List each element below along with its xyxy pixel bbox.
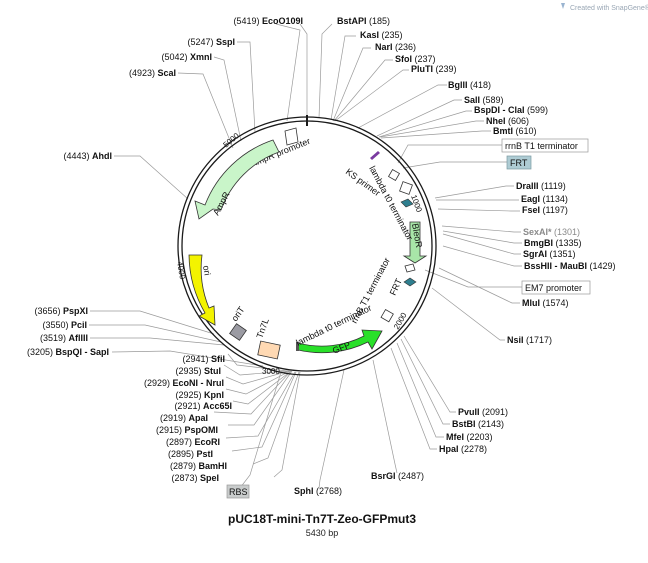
site-label-bamhi[interactable]: (2879) BamHI (170, 461, 227, 471)
site-label-bmgbi[interactable]: BmgBI (1335) (524, 238, 582, 248)
gfp-feature[interactable] (297, 329, 383, 354)
site-label-pcii[interactable]: (3550) PciI (42, 320, 87, 330)
tick-4000: 4000 (175, 261, 187, 281)
bleor-label: BleoR (410, 223, 424, 249)
em7-callout-text: EM7 promoter (525, 283, 582, 293)
site-label-bmti[interactable]: BmtI (610) (493, 126, 537, 136)
ampr-feature[interactable] (194, 139, 280, 220)
snapgene-logo-icon (561, 3, 565, 9)
site-label-ecori[interactable]: (2897) EcoRI (166, 437, 220, 447)
site-label-fsei[interactable]: FseI (1197) (522, 205, 568, 215)
plasmid-length: 5430 bp (306, 528, 339, 538)
site-label-nari[interactable]: NarI (236) (375, 42, 416, 52)
orit-label: oriT (229, 304, 246, 323)
site-label-sali[interactable]: SalI (589) (464, 95, 504, 105)
site-label-pspxi[interactable]: (3656) PspXI (34, 306, 88, 316)
rrnb-t1-top-feature[interactable] (387, 168, 401, 182)
site-label-eagi[interactable]: EagI (1134) (521, 194, 568, 204)
site-label-sphi[interactable]: SphI (2768) (294, 486, 342, 496)
site-label-kpni[interactable]: (2925) KpnI (175, 390, 224, 400)
lambda-t0-top-feature[interactable] (399, 181, 413, 195)
site-label-bspdi-clai[interactable]: BspDI - ClaI (599) (474, 105, 548, 115)
ori-feature[interactable] (188, 254, 216, 326)
plasmid-name: pUC18T-mini-Tn7T-Zeo-GFPmut3 (228, 512, 416, 526)
rbs-callout[interactable]: RBS (226, 484, 250, 499)
site-label-sexai[interactable]: SexAI* (1301) (523, 227, 580, 237)
site-label-sspi[interactable]: (5247) SspI (187, 37, 235, 47)
watermark-text: Created with SnapGene® (570, 4, 648, 12)
rbs-marker (296, 342, 299, 351)
tn7l-feature[interactable] (257, 340, 281, 360)
site-label-stui[interactable]: (2935) StuI (175, 366, 221, 376)
site-label-ecoo109i[interactable]: (5419) EcoO109I (233, 16, 303, 26)
frt-callout-text: FRT (510, 158, 528, 168)
site-label-mlui[interactable]: MluI (1574) (522, 298, 569, 308)
site-label-bspqi-sapi[interactable]: (3205) BspQI - SapI (27, 347, 109, 357)
ampr-promoter-feature[interactable] (284, 127, 299, 146)
site-label-nsii[interactable]: NsiI (1717) (507, 335, 552, 345)
ks-primer-feature[interactable] (370, 151, 380, 160)
tick-3000: 3000 (262, 367, 280, 376)
site-label-pspomi[interactable]: (2915) PspOMI (156, 425, 218, 435)
rrnb-t1-callout[interactable]: rrnB T1 terminator (501, 138, 589, 153)
site-label-ahdi[interactable]: (4443) AhdI (63, 151, 112, 161)
site-label-sfii[interactable]: (2941) SfiI (182, 354, 225, 364)
frt-inner-feature[interactable] (403, 277, 417, 287)
site-label-afliii[interactable]: (3519) AflIII (40, 333, 88, 343)
site-label-kasi[interactable]: KasI (235) (360, 30, 403, 40)
site-label-bglii[interactable]: BglII (418) (448, 80, 491, 90)
site-label-bsshii-maubi[interactable]: BssHII - MauBI (1429) (524, 261, 616, 271)
site-label-sgrai[interactable]: SgrAI (1351) (523, 249, 576, 259)
tn7l-label: Tn7L (254, 317, 270, 340)
gfp-label: GFP (331, 340, 352, 356)
em7-callout[interactable]: EM7 promoter (521, 280, 591, 295)
ori-label: ori (201, 265, 213, 277)
site-label-mfei[interactable]: MfeI (2203) (446, 432, 493, 442)
site-label-bsrgi[interactable]: BsrGI (2487) (371, 471, 424, 481)
frt-callout[interactable]: FRT (506, 155, 532, 170)
site-label-bstbi[interactable]: BstBI (2143) (452, 419, 504, 429)
site-label-apai[interactable]: (2919) ApaI (160, 413, 208, 423)
rrnb-t1-callout-text: rrnB T1 terminator (505, 141, 578, 151)
site-label-bstapi[interactable]: BstAPI (185) (337, 16, 390, 26)
em7-promoter-feature[interactable] (404, 263, 416, 273)
site-label-pluti[interactable]: PluTI (239) (411, 64, 457, 74)
site-label-xmni[interactable]: (5042) XmnI (161, 52, 212, 62)
leader-lines (89, 23, 522, 489)
frt-inner-label: FRT (388, 276, 404, 296)
rbs-callout-text: RBS (229, 487, 248, 497)
rrnb-t1-inner-feature[interactable] (380, 308, 394, 323)
site-label-spei[interactable]: (2873) SpeI (171, 473, 219, 483)
site-label-hpai[interactable]: HpaI (2278) (439, 444, 487, 454)
site-label-acc65i[interactable]: (2921) Acc65I (174, 401, 232, 411)
frt-top-feature[interactable] (400, 198, 414, 208)
site-label-nhei[interactable]: NheI (606) (486, 116, 529, 126)
site-label-scai[interactable]: (4923) ScaI (129, 68, 176, 78)
site-label-pvuii[interactable]: PvuII (2091) (458, 407, 508, 417)
orit-feature[interactable] (229, 323, 247, 341)
site-label-psti[interactable]: (2895) PstI (168, 449, 213, 459)
site-label-econi-nrui[interactable]: (2929) EcoNI - NruI (144, 378, 224, 388)
site-label-sfoi[interactable]: SfoI (237) (395, 54, 436, 64)
site-label-draiii[interactable]: DraIII (1119) (516, 181, 566, 191)
bleor-feature[interactable] (402, 221, 428, 264)
